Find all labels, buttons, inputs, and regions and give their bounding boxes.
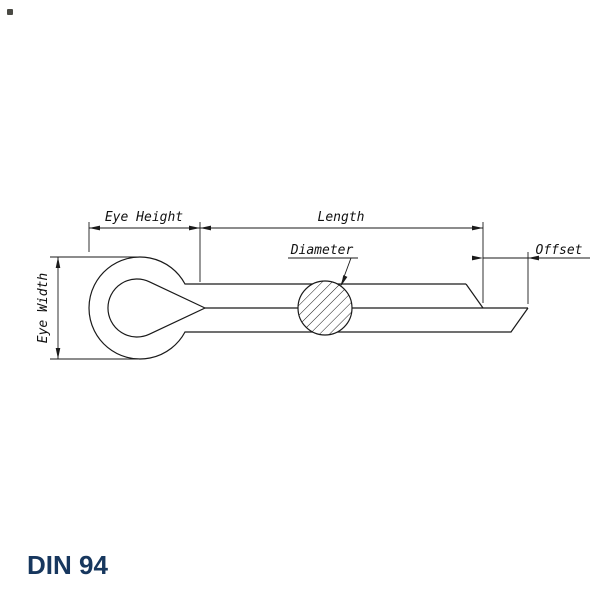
label-diameter: Diameter	[290, 243, 354, 258]
arrow-offset-left	[472, 255, 483, 261]
arrow-length-right	[472, 225, 483, 231]
arrow-eye-width-top	[55, 257, 61, 268]
diameter-section-circle	[297, 280, 353, 336]
arrow-eye-width-bottom	[55, 348, 61, 359]
label-length: Length	[318, 210, 365, 225]
arrow-eye-height-left	[89, 225, 100, 231]
arrow-length-left	[200, 225, 211, 231]
page-title: DIN 94	[27, 550, 108, 580]
arrow-eye-height-right	[189, 225, 200, 231]
dimension-label-group: Eye Height Length Diameter Offset Eye Wi…	[36, 210, 583, 343]
corner-artifact-dot	[7, 9, 13, 15]
arrow-offset-right	[528, 255, 539, 261]
label-offset: Offset	[536, 243, 583, 258]
label-eye-width: Eye Width	[36, 273, 51, 343]
label-eye-height: Eye Height	[105, 210, 183, 225]
arrow-diameter-leader	[341, 275, 348, 286]
pin-eye-inner-slot	[107, 278, 207, 338]
dimension-arrows	[55, 225, 539, 359]
pin-outline-group	[88, 256, 529, 360]
pin-upper-prong-chamfer	[465, 283, 484, 309]
pin-outer-profile	[88, 256, 529, 360]
